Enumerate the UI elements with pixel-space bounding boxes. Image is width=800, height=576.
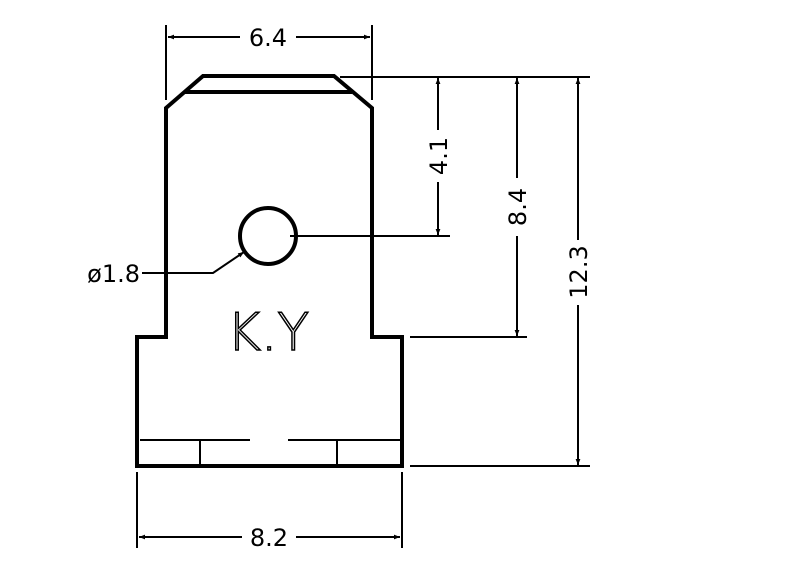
dimension-top-width: 6.4 [165,24,373,100]
dimension-step-height: 8.4 [504,78,532,336]
dimension-bottom-width: 8.2 [136,472,403,552]
extension-lines [290,76,590,467]
dimension-label: 8.4 [504,188,532,226]
dimension-hole-diameter: ø1.8 [87,251,245,288]
dimension-label: 6.4 [249,24,287,52]
part-marking: K.Y [227,303,309,363]
dimension-label: 12.3 [565,245,593,298]
dimension-total-height: 12.3 [565,78,593,465]
dimension-label: 8.2 [250,524,288,552]
dimension-label: ø1.8 [87,260,140,288]
mounting-hole [238,206,298,266]
dimension-label: 4.1 [425,137,453,175]
dimension-hole-offset: 4.1 [425,78,453,235]
terminal-outline [135,74,404,468]
